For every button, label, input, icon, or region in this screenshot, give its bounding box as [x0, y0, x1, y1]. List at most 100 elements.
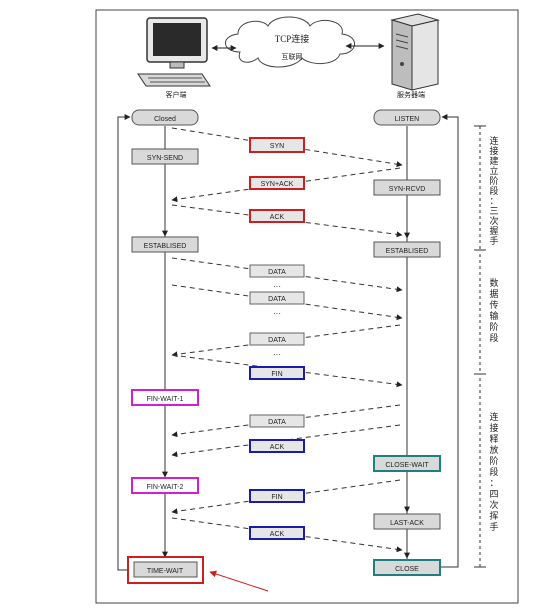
connect-phase-char: 接 [489, 145, 498, 156]
state-fin-wait-1 [131, 389, 199, 406]
release-phase-char: 接 [489, 422, 498, 433]
state-server-established-label: ESTABLISED [386, 248, 429, 255]
msg-fin1-label: FIN [271, 371, 282, 378]
msg-arrow-syn [171, 127, 403, 168]
state-close [373, 559, 441, 576]
msg-syn-ack-box [249, 176, 305, 190]
msg-data4-label: DATA [268, 419, 286, 426]
msg-syn-ack-label: SYN+ACK [261, 181, 294, 188]
state-fin-wait-2 [131, 477, 199, 494]
connect-phase-char: 阶 [489, 175, 498, 186]
internet-cloud [211, 16, 385, 68]
msg-data3-box [249, 332, 305, 346]
client-loop-line [117, 114, 131, 571]
msg-ack3-label: ACK [270, 531, 285, 538]
state-last-ack [373, 513, 441, 530]
msg-arrow-ack2 [171, 424, 401, 458]
msg-syn-box [249, 137, 305, 153]
state-listen-label: LISTEN [395, 116, 420, 123]
state-listen [373, 109, 441, 126]
state-syn-rcvd [373, 179, 441, 196]
connect-phase-char: 连 [489, 135, 498, 146]
transfer-phase-char: 阶 [489, 321, 498, 332]
server-loop-line [440, 114, 459, 568]
msg-arrow-ack1 [171, 204, 403, 238]
state-client-established-label: ESTABLISED [144, 243, 187, 250]
connect-phase-char: 建 [489, 155, 498, 166]
release-phase-char: 连 [489, 411, 498, 422]
msg-arrow-ack3 [171, 517, 403, 553]
connect-phase-char: 段 [489, 185, 498, 196]
msg-ack1-label: ACK [270, 214, 285, 221]
transfer-phase-char: 据 [489, 288, 498, 299]
msg-data2-label: DATA [268, 296, 286, 303]
connect-phase-char: 握 [489, 225, 498, 236]
connect-phase-char: 三 [489, 206, 498, 216]
state-closed [131, 109, 199, 126]
msg-data3-label: DATA [268, 337, 286, 344]
release-phase-char: 段 [489, 466, 498, 477]
message-arrows [171, 127, 403, 553]
state-time-wait [133, 561, 198, 578]
transfer-phase-char: 传 [489, 299, 498, 310]
msg-data1-label: DATA [268, 269, 286, 276]
msg-dots1: ··· [273, 282, 281, 291]
state-fin-wait-2-label: FIN-WAIT-2 [147, 484, 184, 491]
phase-brackets [474, 125, 486, 568]
state-closed-label: Closed [154, 116, 176, 123]
state-close-wait [373, 455, 441, 472]
transfer-phase-char: 段 [489, 332, 498, 343]
msg-arrow-data2 [171, 284, 403, 321]
cloud-subtitle: 互联网 [282, 52, 303, 61]
msg-fin1-box [249, 366, 305, 380]
msg-arrow-fin1 [171, 354, 403, 388]
state-server-established [373, 241, 441, 258]
state-client-established [131, 236, 199, 253]
client-label: 客户端 [166, 90, 187, 99]
connect-phase-char: 立 [489, 165, 498, 176]
msg-syn-label: SYN [270, 143, 284, 150]
msg-arrow-data4 [171, 404, 401, 438]
release-phase-char: 四 [489, 489, 498, 499]
msg-data1-box [249, 264, 305, 278]
msg-ack3-box [249, 526, 305, 540]
msg-dots3: ··· [273, 350, 281, 359]
release-phase-char: 次 [489, 499, 498, 510]
state-close-wait-label: CLOSE-WAIT [385, 462, 429, 469]
server-label: 服务器端 [397, 90, 425, 99]
msg-fin2-box [249, 489, 305, 503]
release-phase-char: 挥 [489, 510, 498, 521]
state-time-wait-label: TIME-WAIT [147, 568, 184, 575]
state-last-ack-label: LAST-ACK [390, 520, 424, 527]
state-fin-wait-1-label: FIN-WAIT-1 [147, 396, 184, 403]
msg-arrow-data3 [171, 324, 401, 358]
state-syn-send [131, 148, 199, 165]
release-phase-char: 阶 [489, 455, 498, 466]
msg-fin2-label: FIN [271, 494, 282, 501]
connect-phase-char: 手 [489, 235, 498, 246]
state-syn-rcvd-label: SYN-RCVD [389, 186, 426, 193]
msg-dots2: ··· [273, 309, 281, 318]
msg-data2-box [249, 291, 305, 305]
release-phase-char: 释 [489, 433, 498, 444]
release-phase-char: 手 [489, 521, 498, 532]
msg-arrow-fin2 [171, 479, 401, 515]
transfer-phase-char: 输 [489, 310, 498, 321]
release-phase-char: ： [489, 478, 498, 488]
connect-phase-char: ： [489, 196, 498, 206]
client-computer-icon [137, 17, 211, 87]
time-wait-pointer-arrow [209, 570, 269, 592]
state-syn-send-label: SYN-SEND [147, 155, 183, 162]
msg-data4-box [249, 414, 305, 428]
cloud-title: TCP连接 [275, 33, 310, 44]
msg-ack2-label: ACK [270, 444, 285, 451]
msg-ack1-box [249, 209, 305, 223]
connect-phase-char: 次 [489, 215, 498, 226]
msg-arrow-syn-ack [171, 167, 401, 203]
msg-arrow-data1 [171, 257, 403, 293]
outer-frame [95, 9, 519, 604]
